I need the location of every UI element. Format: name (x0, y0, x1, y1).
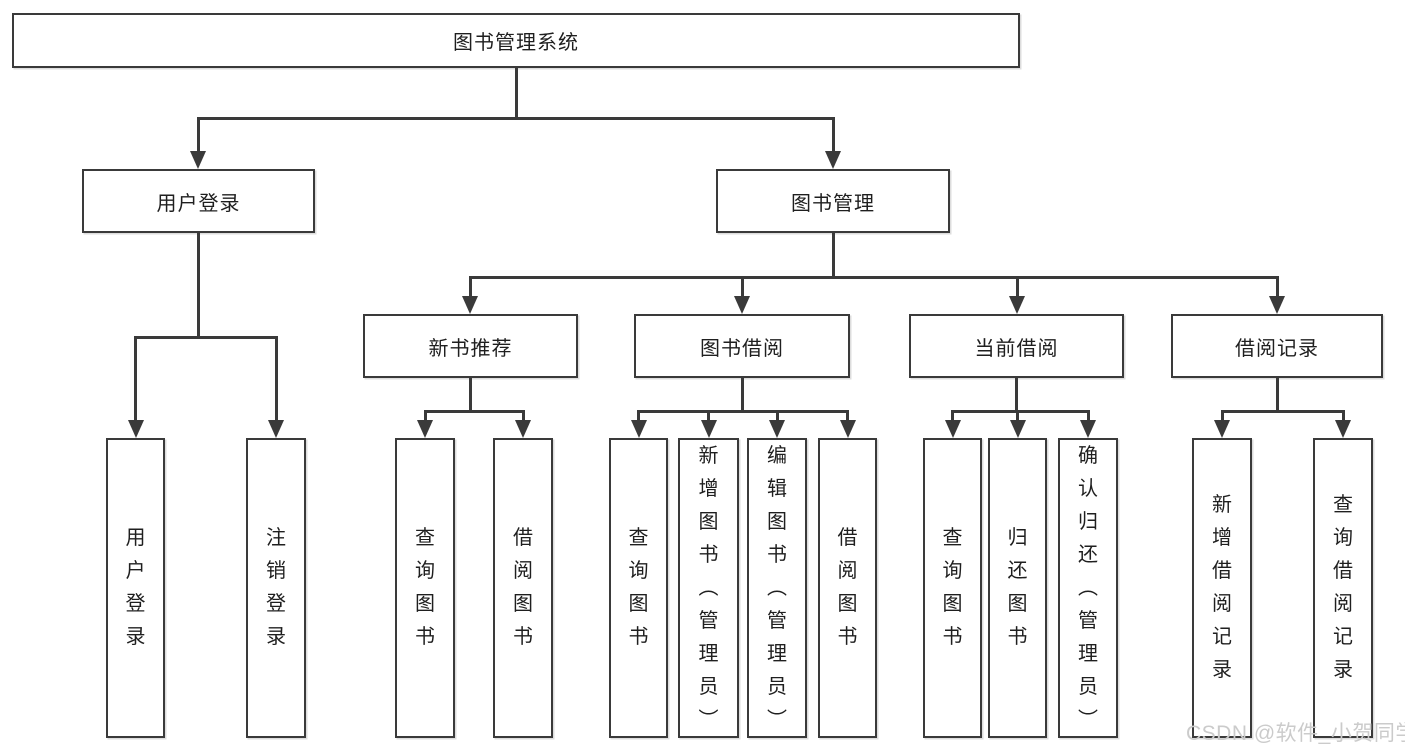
connector-line (274, 336, 278, 420)
leaf-borrowing-add-books-admin: 新 增 图 书 ︵ 管 理 员 ︶ (678, 438, 739, 738)
connector-line (831, 117, 835, 152)
node-current-borrowing: 当前借阅 (909, 314, 1124, 378)
arrowhead (734, 296, 750, 314)
arrowhead (515, 420, 531, 438)
connector-line (831, 233, 835, 276)
connector-line (1220, 410, 1224, 420)
arrowhead (700, 420, 717, 438)
node-book-borrowing: 图书借阅 (634, 314, 850, 378)
connector-line (1015, 378, 1018, 410)
arrowhead (127, 420, 144, 438)
connector-line (951, 410, 954, 420)
arrowhead (1009, 296, 1025, 314)
node-user-login: 用户登录 (82, 169, 315, 233)
leaf-recommend-borrow-books: 借 阅 图 书 (493, 438, 553, 738)
connector-line (196, 117, 200, 152)
connector-line (637, 410, 640, 420)
connector-line (423, 410, 525, 413)
connector-line (740, 276, 744, 296)
arrowhead (1080, 420, 1096, 438)
leaf-borrowing-edit-books-admin: 编 辑 图 书 ︵ 管 理 员 ︶ (747, 438, 807, 738)
connector-line (468, 276, 472, 296)
connector-line (469, 378, 472, 410)
connector-line (951, 410, 1089, 413)
leaf-current-confirm-return-admin: 确 认 归 还 ︵ 管 理 员 ︶ (1058, 438, 1118, 738)
arrowhead (268, 420, 284, 438)
leaf-user-login: 用 户 登 录 (106, 438, 165, 738)
connector-line (468, 276, 1279, 279)
leaf-logout: 注 销 登 录 (246, 438, 306, 738)
connector-line (423, 410, 427, 420)
arrowhead (630, 420, 647, 438)
leaf-current-query-books: 查 询 图 书 (923, 438, 982, 738)
connector-line (521, 410, 525, 420)
connector-line (196, 233, 200, 336)
arrowhead (1269, 296, 1285, 314)
connector-line (1275, 276, 1279, 296)
connector-line (846, 410, 849, 420)
connector-line (1015, 276, 1019, 296)
csdn-watermark: CSDN @软件_小贺同学 (1186, 722, 1405, 745)
connector-line (740, 378, 744, 410)
arrowhead (417, 420, 433, 438)
connector-line (514, 68, 518, 120)
connector-line (134, 336, 277, 339)
connector-line (707, 410, 710, 420)
leaf-borrowing-query-books: 查 询 图 书 (609, 438, 668, 738)
connector-line (1086, 410, 1090, 420)
leaf-borrowing-borrow-books: 借 阅 图 书 (818, 438, 877, 738)
node-library-management-system: 图书管理系统 (12, 13, 1020, 68)
connector-line (1341, 410, 1345, 420)
connector-line (196, 117, 835, 120)
connector-line (1275, 378, 1279, 410)
arrowhead (769, 420, 785, 438)
connector-line (637, 410, 849, 413)
connector-line (1016, 410, 1019, 420)
leaf-recommend-query-books: 查 询 图 书 (395, 438, 455, 738)
arrowhead (825, 151, 841, 169)
node-borrowing-records: 借阅记录 (1171, 314, 1383, 378)
arrowhead (190, 151, 206, 169)
connector-line (134, 336, 137, 420)
node-book-management: 图书管理 (716, 169, 950, 233)
arrowhead (1009, 420, 1026, 438)
leaf-current-return-books: 归 还 图 书 (988, 438, 1047, 738)
arrowhead (1335, 420, 1351, 438)
leaf-records-add-borrow-record: 新 增 借 阅 记 录 (1192, 438, 1252, 738)
arrowhead (839, 420, 856, 438)
arrowhead (1214, 420, 1230, 438)
arrowhead (944, 420, 961, 438)
leaf-records-query-borrow-record: 查 询 借 阅 记 录 (1313, 438, 1373, 738)
arrowhead (462, 296, 478, 314)
connector-line (1220, 410, 1345, 413)
node-new-book-recommendation: 新书推荐 (363, 314, 578, 378)
connector-line (775, 410, 779, 420)
